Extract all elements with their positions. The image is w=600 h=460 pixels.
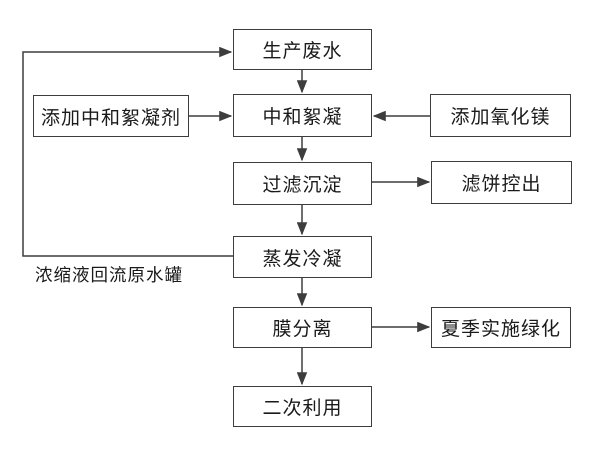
node-secondary-use: 二次利用 <box>233 386 372 427</box>
node-filter-cake-out: 滤饼控出 <box>431 161 572 204</box>
node-summer-greening: 夏季实施绿化 <box>431 307 571 348</box>
node-production-wastewater: 生产废水 <box>233 29 372 70</box>
concentrate-return-label: 浓缩液回流原水罐 <box>35 266 183 286</box>
node-neutralization-flocculation: 中和絮凝 <box>233 94 372 137</box>
node-add-neutralizing-flocculant: 添加中和絮凝剂 <box>33 95 189 137</box>
node-evaporation-condensation: 蒸发冷凝 <box>233 236 372 278</box>
node-add-magnesium-oxide: 添加氧化镁 <box>430 94 571 137</box>
node-filtration-sedimentation: 过滤沉淀 <box>233 162 372 205</box>
node-membrane-separation: 膜分离 <box>233 307 372 348</box>
edge-concentrate-return <box>22 46 233 257</box>
